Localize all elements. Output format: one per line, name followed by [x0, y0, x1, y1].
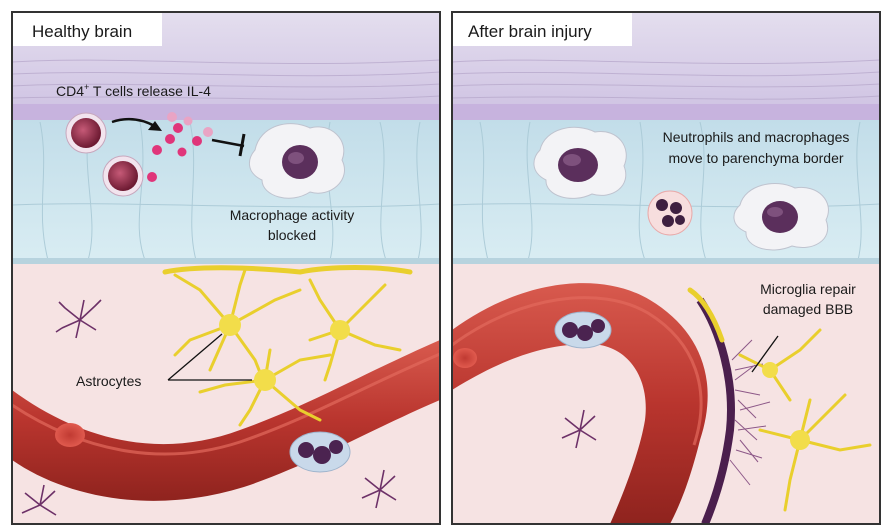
astrocyte-body	[790, 430, 810, 450]
astrocyte-body	[762, 362, 778, 378]
panel-after-brain-injury: After brain injury Neutrophils and macro…	[452, 12, 880, 524]
neutrophils-label-line2: move to parenchyma border	[668, 150, 843, 166]
neutrophil	[648, 191, 692, 235]
neutrophils-label-line1: Neutrophils and macrophages	[663, 129, 850, 145]
t-cell	[66, 113, 106, 153]
astrocyte-body	[219, 314, 241, 336]
glia-limitans	[12, 258, 440, 264]
glia-limitans	[452, 258, 880, 264]
astrocyte-body	[254, 369, 276, 391]
t-cell	[103, 156, 143, 196]
macrophage-label-line1: Macrophage activity	[230, 207, 355, 223]
red-blood-cell	[453, 348, 477, 368]
astrocyte-body	[330, 320, 350, 340]
macrophage	[534, 127, 626, 198]
neutrophil-in-vessel	[290, 432, 350, 472]
panel-healthy-brain: Healthy brain CD4+ T cells release IL-4 …	[12, 12, 440, 524]
macrophage	[249, 124, 344, 199]
arachnoid-band	[452, 104, 880, 120]
cd4-label: CD4+ T cells release IL-4	[56, 82, 211, 99]
microglia-label-line2: damaged BBB	[763, 301, 853, 317]
neutrophil-in-vessel	[555, 312, 611, 348]
microglia-label-line1: Microglia repair	[760, 281, 856, 297]
astrocytes-label: Astrocytes	[76, 373, 141, 389]
macrophage-label-line2: blocked	[268, 227, 316, 243]
panel-title-right: After brain injury	[468, 22, 592, 41]
macrophage	[734, 183, 829, 249]
red-blood-cell	[55, 423, 85, 447]
panel-title-left: Healthy brain	[32, 22, 132, 41]
